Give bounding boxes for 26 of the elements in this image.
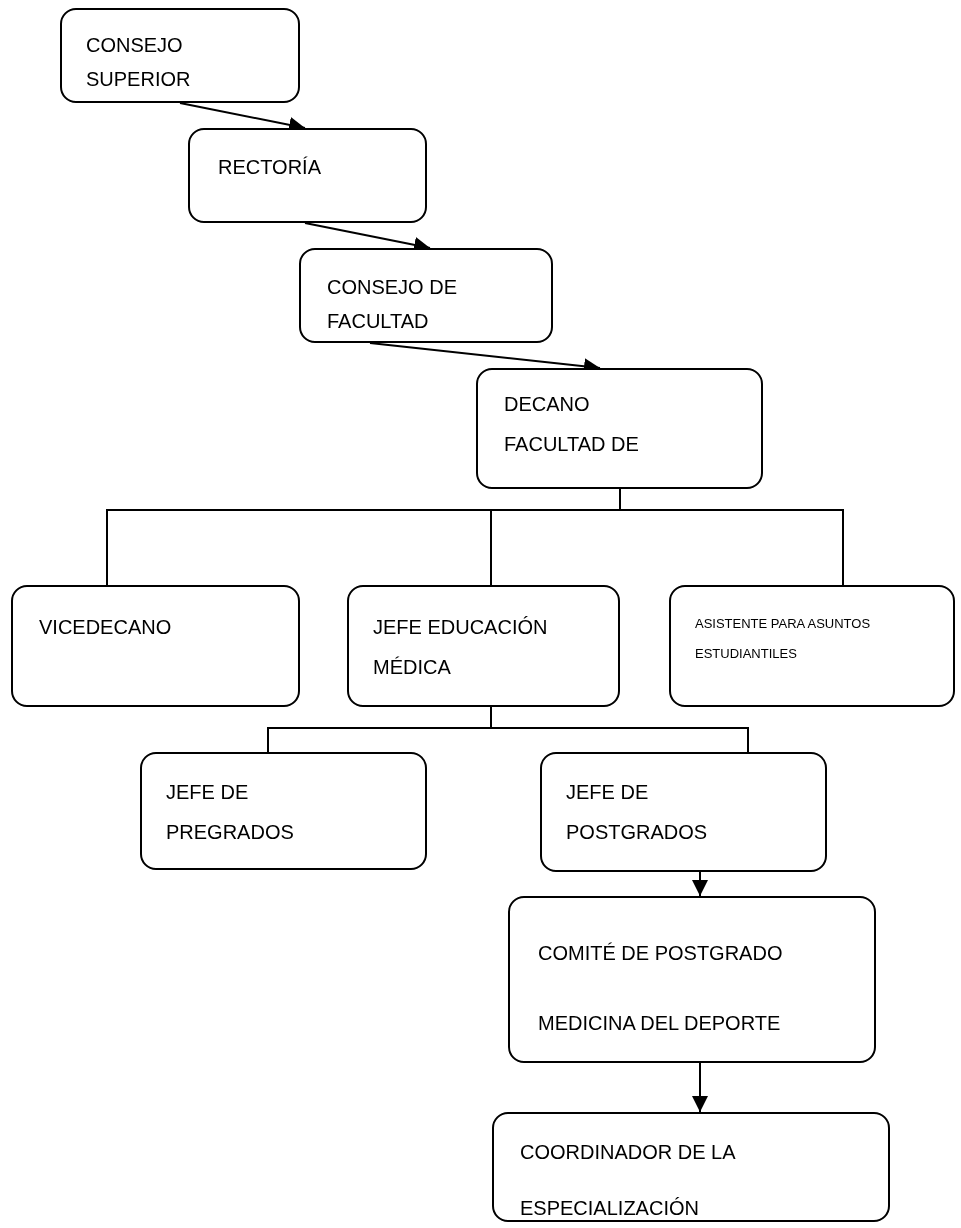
box-title: CONSEJO DE FACULTAD [327, 275, 459, 334]
box-title: COMITÉ DE POSTGRADO MEDICINA DEL DEPORTE [538, 941, 784, 1036]
box-title: JEFE EDUCACIÓN MÉDICA [373, 615, 549, 680]
connector-line [490, 706, 749, 753]
org-box [347, 585, 620, 707]
arrow [692, 871, 708, 897]
org-box [540, 752, 827, 872]
arrow [692, 1062, 708, 1113]
org-box [188, 128, 427, 223]
org-box [669, 585, 955, 707]
connector-line [619, 488, 844, 586]
org-box [476, 368, 763, 489]
org-box [11, 585, 300, 707]
box-title: JEFE DE PREGRADOS [166, 780, 295, 845]
box-title: CONSEJO SUPERIOR [86, 33, 192, 92]
box-title: RECTORÍA [218, 155, 322, 180]
box-title: VICEDECANO [39, 615, 173, 640]
org-box [140, 752, 427, 870]
org-box [60, 8, 300, 103]
org-box [299, 248, 553, 343]
box-title: ASISTENTE PARA ASUNTOS ESTUDIANTILES [695, 615, 872, 663]
org-box [508, 896, 876, 1063]
org-box [492, 1112, 890, 1222]
box-title: JEFE DE POSTGRADOS [566, 780, 709, 845]
box-title: DECANO FACULTAD DE [504, 392, 640, 457]
box-title: COORDINADOR DE LA ESPECIALIZACIÓN [520, 1140, 737, 1221]
